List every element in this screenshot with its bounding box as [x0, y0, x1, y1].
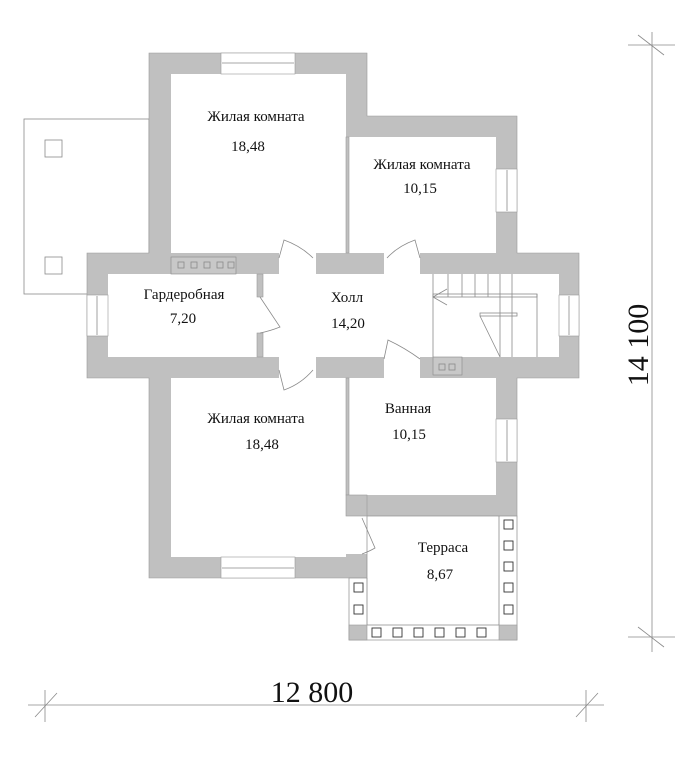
room-area: 18,48 [245, 437, 279, 453]
railing-post-icon [371, 627, 382, 638]
room-labels: Жилая комната 18,48 Жилая комната 10,15 … [144, 109, 471, 583]
railing-post-icon [413, 627, 424, 638]
room-area: 8,67 [427, 567, 454, 583]
window [86, 294, 109, 337]
closet-wall [256, 273, 264, 298]
partition [345, 494, 368, 517]
height-label: 14 100 [622, 304, 655, 387]
railing-post-icon [503, 561, 514, 572]
dimension-height: 14 100 [622, 32, 675, 652]
vent-block [170, 256, 237, 275]
staircase [432, 274, 538, 358]
room-name: Холл [331, 290, 364, 306]
railing-post-icon [503, 582, 514, 593]
room-name: Жилая комната [373, 157, 471, 173]
room-name: Жилая комната [207, 411, 305, 427]
window [220, 556, 296, 579]
column-icon [44, 256, 63, 275]
room-area: 7,20 [170, 311, 196, 327]
railing-post-icon [353, 582, 364, 593]
window [220, 52, 296, 75]
doors [259, 239, 421, 555]
railing-post-icon [455, 627, 466, 638]
railing-post-icon [503, 604, 514, 615]
terrace [348, 515, 518, 641]
dimension-width: 12 800 [28, 676, 604, 722]
room-name: Гардеробная [144, 287, 225, 303]
room-area: 10,15 [403, 181, 437, 197]
room-name: Жилая комната [207, 109, 305, 125]
partition [345, 136, 350, 254]
railing-post-icon [392, 627, 403, 638]
room-area: 10,15 [392, 427, 426, 443]
window [495, 168, 518, 213]
room-name: Терраса [418, 540, 469, 556]
room-interiors [108, 74, 559, 557]
railing-post-icon [503, 519, 514, 530]
room-area: 18,48 [231, 139, 265, 155]
railing-post-icon [476, 627, 487, 638]
column-icon [44, 139, 63, 158]
room-area: 14,20 [331, 316, 365, 332]
partition [345, 377, 350, 496]
vent-block [432, 356, 463, 376]
railing-post-icon [503, 540, 514, 551]
width-label: 12 800 [271, 676, 354, 709]
room-name: Ванная [385, 401, 431, 417]
window [495, 418, 518, 463]
closet-wall [256, 332, 264, 358]
railing-post-icon [353, 604, 364, 615]
railing-post-icon [434, 627, 445, 638]
windows [86, 52, 580, 579]
